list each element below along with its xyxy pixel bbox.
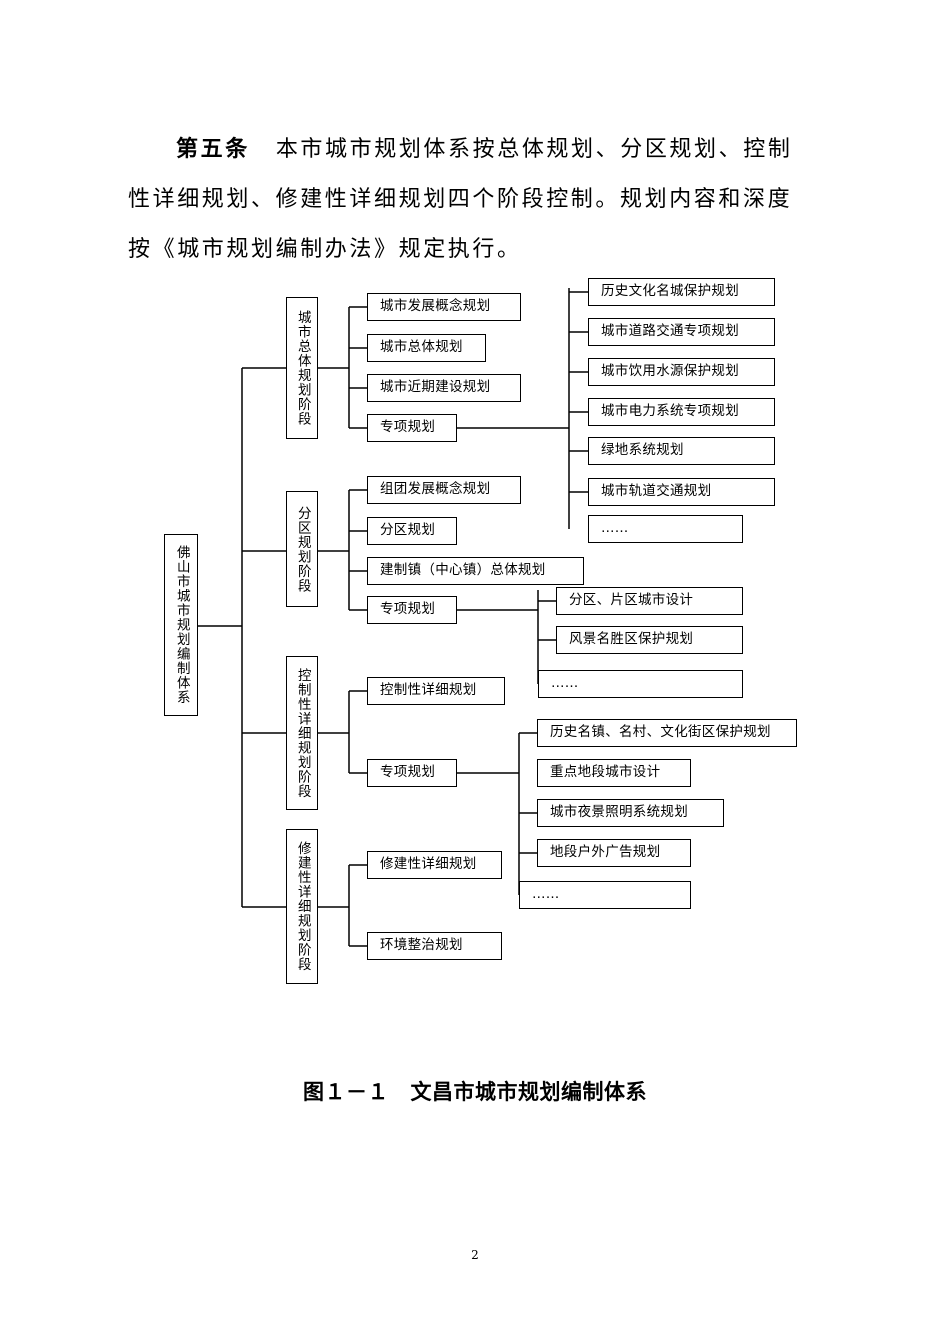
stage-box-district-plan: 分区规划阶段 [286,491,318,607]
special-plan-item: 城市轨道交通规划 [588,478,775,506]
paragraph-line-3: 按《城市规划编制办法》规定执行。 [128,237,522,262]
special-plan-item: …… [519,881,691,909]
special-plan-item: 绿地系统规划 [588,437,775,465]
plan-item: 建制镇（中心镇）总体规划 [367,557,584,585]
plan-item: 组团发展概念规划 [367,476,521,504]
stage-label: 城市总体规划阶段 [294,310,311,426]
stage-label: 修建性详细规划阶段 [294,841,311,972]
special-plan-item: 重点地段城市设计 [537,759,691,787]
special-plan-item: 地段户外广告规划 [537,839,691,867]
plan-item: 修建性详细规划 [367,851,502,879]
page-number: 2 [471,1248,479,1262]
stage-box-regulatory-plan: 控制性详细规划阶段 [286,656,318,810]
special-plan-item: 历史名镇、名村、文化街区保护规划 [537,719,797,747]
plan-item: 分区规划 [367,517,457,545]
plan-item: 专项规划 [367,596,457,624]
special-plan-item: 城市饮用水源保护规划 [588,358,775,386]
special-plan-item: …… [588,515,743,543]
stage-box-master-plan: 城市总体规划阶段 [286,297,318,439]
special-plan-item: 城市道路交通专项规划 [588,318,775,346]
figure-caption: 图１－１ 文昌市城市规划编制体系 [303,1080,647,1104]
plan-item: 城市发展概念规划 [367,293,521,321]
special-plan-item: 历史文化名城保护规划 [588,278,775,306]
paragraph-line-2: 性详细规划、修建性详细规划四个阶段控制。规划内容和深度 [128,187,793,212]
paragraph-text-1: 本市城市规划体系按总体规划、分区规划、控制 [275,137,793,162]
plan-item: 专项规划 [367,759,457,787]
special-plan-item: 城市夜景照明系统规划 [537,799,724,827]
plan-item: 城市近期建设规划 [367,374,521,402]
plan-item: 城市总体规划 [367,334,486,362]
root-node: 佛山市城市规划编制体系 [164,534,198,716]
special-plan-item: 风景名胜区保护规划 [556,626,743,654]
plan-item: 控制性详细规划 [367,677,505,705]
special-plan-item: …… [538,670,743,698]
stage-label: 控制性详细规划阶段 [294,667,311,799]
article-number: 第五条 [176,137,250,162]
stage-box-site-plan: 修建性详细规划阶段 [286,829,318,984]
stage-label: 分区规划阶段 [294,505,311,593]
special-plan-item: 城市电力系统专项规划 [588,398,775,426]
paragraph-line-1: 第五条本市城市规划体系按总体规划、分区规划、控制 [176,128,792,171]
plan-item: 专项规划 [367,414,457,442]
special-plan-item: 分区、片区城市设计 [556,587,743,615]
plan-item: 环境整治规划 [367,932,502,960]
root-label: 佛山市城市规划编制体系 [173,545,190,705]
